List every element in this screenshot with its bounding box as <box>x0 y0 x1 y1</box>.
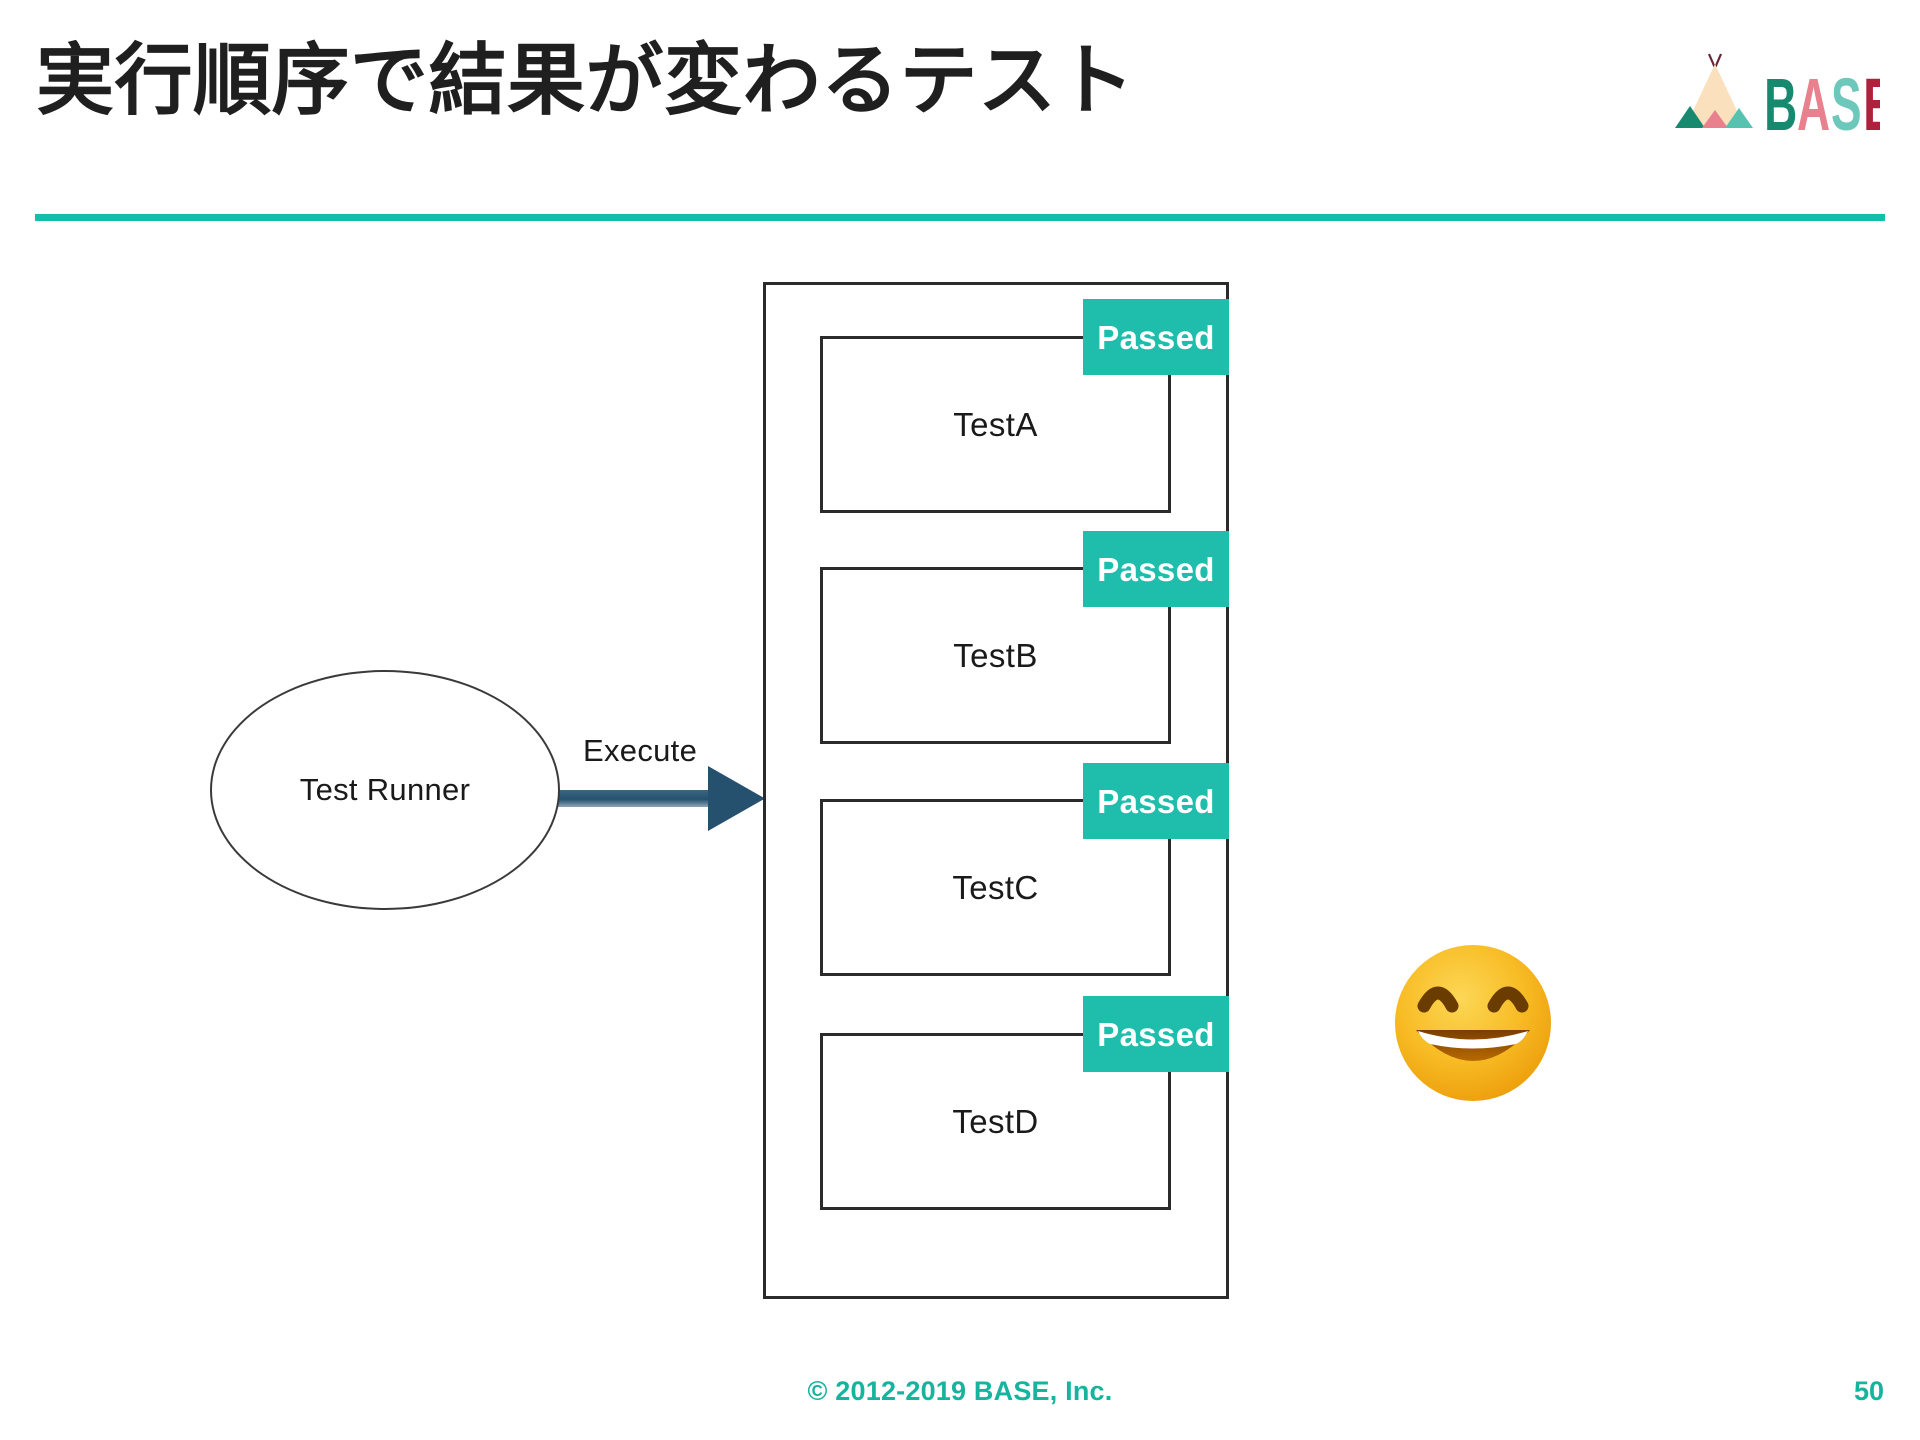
tent-left-triangle-icon <box>1675 106 1705 128</box>
status-badge-label: Passed <box>1097 318 1215 356</box>
title-divider <box>35 214 1885 221</box>
test-case-name: TestA <box>953 405 1038 443</box>
tent-pole-icon <box>1707 53 1723 69</box>
base-logo: B A S E <box>1668 46 1880 142</box>
grinning-face-with-smiling-eyes-icon <box>1388 938 1558 1108</box>
status-badge: Passed <box>1083 763 1229 839</box>
test-case-name: TestD <box>952 1102 1039 1140</box>
base-wordmark: B A S E <box>1764 64 1880 142</box>
footer-copyright: © 2012-2019 BASE, Inc. <box>807 1376 1113 1406</box>
page-title: 実行順序で結果が変わるテスト <box>36 36 1136 124</box>
tent-body-icon <box>1685 64 1745 128</box>
execute-arrow-shaft <box>558 790 712 807</box>
page-number: 50 <box>1853 1376 1884 1406</box>
svg-text:A: A <box>1797 64 1829 142</box>
execute-edge-label: Execute <box>583 733 698 768</box>
tent-right-triangle-icon <box>1725 108 1753 128</box>
svg-text:E: E <box>1863 64 1880 142</box>
test-case-box[interactable]: TestD <box>820 1033 1171 1210</box>
test-case-name: TestB <box>953 636 1038 674</box>
execute-arrow-head <box>708 766 765 831</box>
status-badge-label: Passed <box>1097 782 1215 820</box>
svg-text:B: B <box>1764 64 1795 142</box>
test-runner-node[interactable]: Test Runner <box>210 670 560 910</box>
status-badge: Passed <box>1083 996 1229 1072</box>
svg-text:S: S <box>1831 64 1860 142</box>
tent-mid-triangle-icon <box>1702 110 1728 128</box>
status-badge-label: Passed <box>1097 550 1215 588</box>
test-case-name: TestC <box>952 868 1039 906</box>
status-badge-label: Passed <box>1097 1015 1215 1053</box>
test-runner-label: Test Runner <box>299 772 471 807</box>
status-badge: Passed <box>1083 299 1229 375</box>
status-badge: Passed <box>1083 531 1229 607</box>
